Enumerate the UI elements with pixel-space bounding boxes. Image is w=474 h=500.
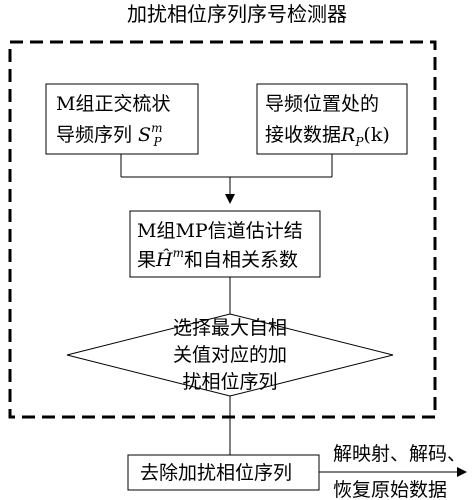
decision-line3: 扰相位序列 [182,371,277,393]
pilot-sequence-line1: M组正交梳状 [56,93,170,115]
output-line1: 解映射、解码、 [333,443,466,465]
received-data-line1: 导频位置处的 [265,93,379,115]
received-data-box: 导频位置处的 接收数据RP(k) [256,83,408,155]
merge-connector [120,154,333,204]
decision-line1: 选择最大自相 [173,317,287,339]
remove-sequence-label: 去除加扰相位序列 [140,462,292,484]
remove-sequence-box: 去除加扰相位序列 [127,454,320,491]
decision-line2: 关值对应的加 [173,344,287,366]
diagram-title: 加扰相位序列序号检测器 [127,2,347,26]
channel-estimate-line1: M组MP信道估计结 [137,220,303,242]
output-line2: 恢复原始数据 [333,479,447,500]
received-data-line2: 接收数据RP(k) [265,124,390,149]
decision-diamond: 选择最大自相 关值对应的加 扰相位序列 [66,313,394,397]
detector-dashed-frame [8,40,437,419]
channel-estimate-box: M组MP信道估计结 果Ĥm和自相关系数 [129,210,321,278]
channel-estimate-line2: 果Ĥm和自相关系数 [137,246,298,271]
